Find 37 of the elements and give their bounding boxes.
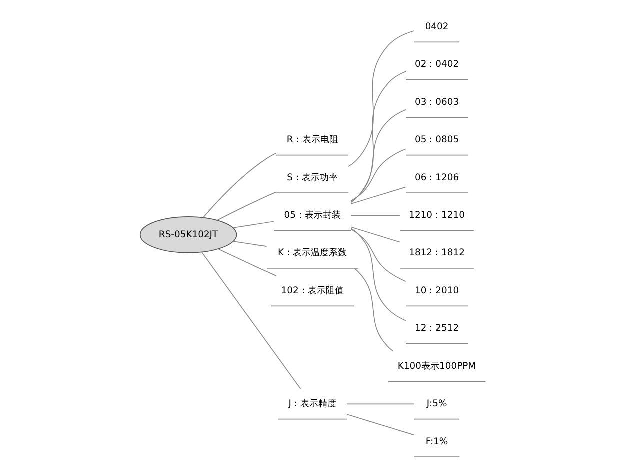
- connector: [346, 414, 414, 436]
- node-text: 102：表示阻值: [280, 285, 344, 296]
- connector: [232, 221, 274, 228]
- connector: [350, 228, 406, 322]
- connector: [350, 215, 400, 216]
- node-text: 05：0805: [414, 134, 459, 146]
- node-text: K100表示100PPM: [397, 360, 476, 372]
- node-ellipse: RS-05K102JT: [139, 216, 237, 254]
- node-text: K：表示温度系数: [278, 248, 347, 259]
- node-text: S：表示功率: [286, 172, 338, 184]
- node-text: 0402: [424, 21, 448, 32]
- node-text: 05：表示封装: [284, 210, 340, 221]
- node-text: 06：1206: [414, 172, 459, 184]
- node-text: 1812：1812: [408, 248, 464, 259]
- connector: [216, 192, 276, 221]
- node-text: 02：0402: [414, 59, 459, 70]
- connector: [202, 152, 276, 218]
- node-text: 10：2010: [414, 285, 459, 296]
- node-text: 1210：1210: [408, 210, 464, 221]
- connector: [350, 229, 406, 282]
- connector: [218, 248, 276, 276]
- connector: [348, 30, 414, 168]
- connector: [350, 186, 406, 204]
- node-text: J:5%: [426, 398, 447, 410]
- connector: [350, 109, 406, 203]
- node-text: F:1%: [425, 436, 448, 448]
- connector: [350, 71, 406, 204]
- node-text: R：表示电阻: [286, 134, 338, 146]
- connector: [350, 148, 406, 202]
- connector: [201, 252, 301, 390]
- node-text: 12：2512: [414, 323, 459, 334]
- connector: [350, 226, 400, 243]
- node-text: 03：0603: [414, 96, 459, 108]
- connector: [354, 268, 394, 352]
- node-text: J：表示精度: [288, 398, 336, 410]
- connector: [346, 404, 414, 405]
- connector: [232, 241, 267, 247]
